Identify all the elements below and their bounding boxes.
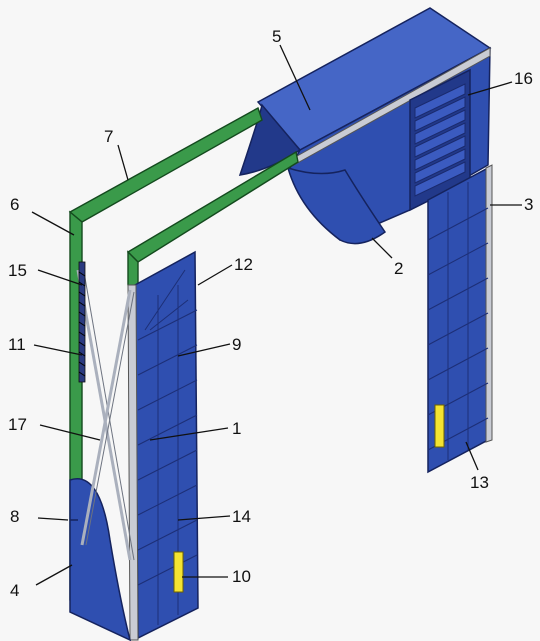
leader-7 — [117, 144, 129, 181]
leader-lines — [31, 44, 522, 586]
callout-14: 14 — [232, 507, 251, 526]
leader-2 — [371, 237, 393, 259]
leader-11 — [33, 344, 83, 356]
bottom-pad — [69, 478, 132, 641]
leader-17 — [39, 424, 101, 441]
tension-spring — [78, 261, 86, 383]
callout-7: 7 — [104, 127, 113, 146]
callout-2: 2 — [394, 259, 403, 278]
leader-1 — [149, 427, 229, 441]
leader-16 — [467, 81, 513, 96]
callout-16: 16 — [514, 69, 533, 88]
callout-4: 4 — [10, 581, 19, 600]
callout-5: 5 — [272, 27, 281, 46]
callout-6: 6 — [10, 195, 19, 214]
callout-1: 1 — [232, 419, 241, 438]
callout-labels: 5 16 7 6 3 2 15 12 11 9 17 1 13 8 14 4 1… — [8, 27, 533, 600]
callout-3: 3 — [524, 195, 533, 214]
warning-strip-left — [173, 551, 184, 593]
callout-11: 11 — [8, 335, 26, 354]
leader-12 — [197, 264, 233, 286]
tension-cables — [76, 269, 135, 561]
callout-10: 10 — [232, 567, 251, 586]
callout-13: 13 — [470, 473, 489, 492]
leader-14 — [177, 515, 231, 521]
leader-9 — [177, 343, 231, 357]
callout-9: 9 — [232, 335, 241, 354]
callout-17: 17 — [8, 415, 27, 434]
leader-6 — [31, 211, 75, 236]
leader-8 — [37, 517, 69, 521]
leader-4 — [35, 564, 73, 586]
vent-louver-panel — [409, 68, 471, 212]
leader-15 — [37, 269, 83, 286]
callout-12: 12 — [234, 255, 253, 274]
side-curtain-right — [427, 164, 493, 474]
leader-5 — [279, 44, 311, 111]
head-bag — [238, 103, 387, 245]
callout-15: 15 — [8, 261, 27, 280]
side-curtain-left — [127, 250, 199, 641]
callout-8: 8 — [10, 507, 19, 526]
warning-strip-right — [434, 404, 445, 448]
leader-13 — [465, 441, 479, 471]
